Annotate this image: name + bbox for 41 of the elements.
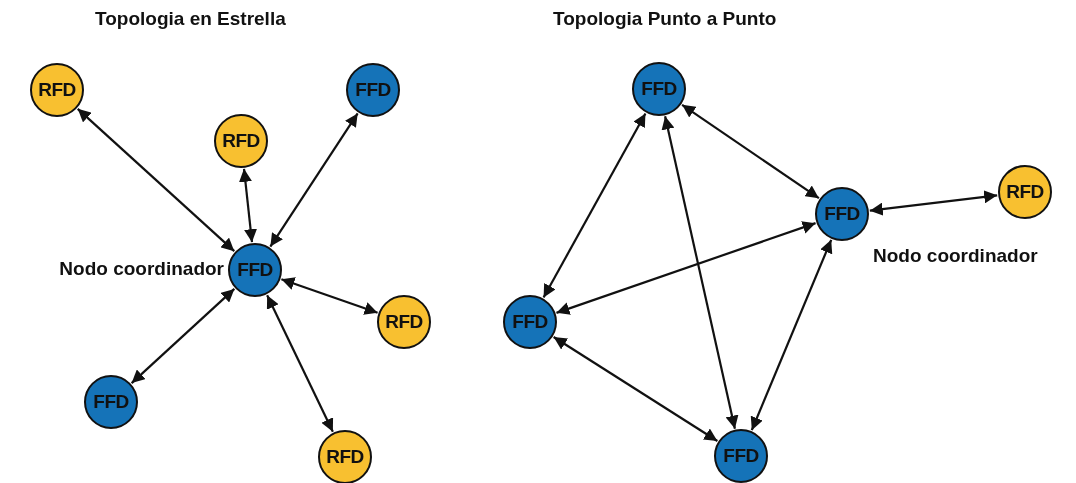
node-label: FFD [723,445,759,467]
double-arrow [681,103,820,200]
node-label: RFD [326,446,364,468]
double-arrow [553,336,718,442]
double-arrow [542,112,647,299]
node-label: FFD [93,391,129,413]
device-node [214,114,268,168]
node-label: FFD [824,203,860,225]
double-arrow [750,239,833,431]
node-label: RFD [1006,181,1044,203]
node-caption: Nodo coordinador [873,245,1038,267]
node-label: FFD [355,79,391,101]
node-label: FFD [512,311,548,333]
device-node [815,187,869,241]
node-caption: Nodo coordinador [59,258,224,280]
node-label: RFD [38,79,76,101]
double-arrow [269,112,359,248]
double-arrow [238,168,258,243]
device-node [84,375,138,429]
device-node [632,62,686,116]
double-arrow [661,116,739,429]
device-node [377,295,431,349]
double-arrow [76,108,236,252]
device-node [318,430,372,483]
device-node [998,165,1052,219]
node-label: FFD [641,78,677,100]
device-node [228,243,282,297]
device-node [346,63,400,117]
node-label: RFD [222,130,260,152]
double-arrow [130,288,236,384]
device-node [503,295,557,349]
node-label: RFD [385,311,423,333]
device-node [714,429,768,483]
section-heading: Topologia Punto a Punto [553,8,777,30]
double-arrow [869,190,998,216]
double-arrow [556,221,816,315]
double-arrow [266,294,334,433]
device-node [30,63,84,117]
double-arrow [281,277,378,315]
node-label: FFD [237,259,273,281]
section-heading: Topologia en Estrella [95,8,286,30]
